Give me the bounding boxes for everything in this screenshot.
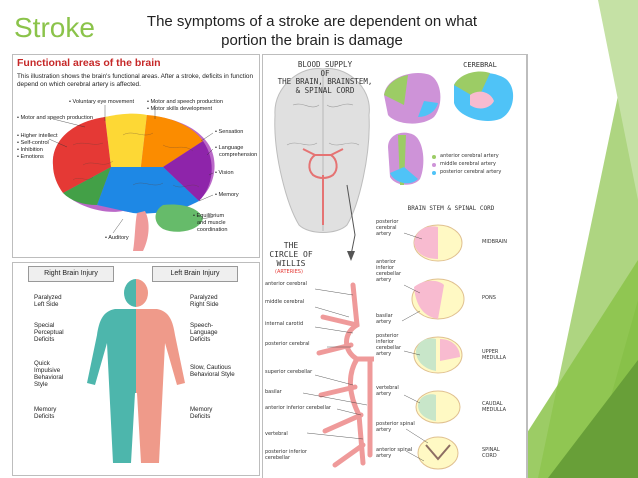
cerebral-brainstem-illustration xyxy=(384,71,514,470)
functional-areas-description: This illustration shows the brain's func… xyxy=(17,73,254,88)
brainstem-title: BRAIN STEM & SPINAL CORD xyxy=(407,205,495,212)
right-brain-injury-title: Right Brain Injury xyxy=(28,266,114,282)
right-memory-deficits: Memory Deficits xyxy=(34,406,57,420)
label-equilibrium: • Equilibrium xyxy=(193,213,225,219)
label-anterior-cerebral: anterior cerebral xyxy=(265,281,307,287)
label-internal-carotid: internal carotid xyxy=(265,321,304,327)
label-superior-cerebellar: superior cerebellar xyxy=(265,369,313,375)
human-figure-illustration xyxy=(87,279,185,463)
label-motor-speech-production: • Motor and speech production xyxy=(147,99,223,105)
blood-supply-title: BLOOD SUPPLY OF THE BRAIN, BRAINSTEM, & … xyxy=(277,60,373,95)
label-sensation: • Sensation xyxy=(215,129,244,135)
bs-label-vertebral: vertebral artery xyxy=(376,385,399,397)
level-pons: PONS xyxy=(482,295,496,301)
label-language: • Language xyxy=(215,145,244,151)
level-caudal-medulla: CAUDAL MEDULLA xyxy=(482,401,507,413)
circle-of-willis-title: THE CIRCLE OF WILLIS xyxy=(269,241,313,268)
brain-injury-panel xyxy=(12,262,260,476)
circle-of-willis-arteries: (ARTERIES) xyxy=(275,269,303,275)
decorative-green-facets xyxy=(498,0,638,478)
bs-label-posterior-cerebral: posterior cerebral artery xyxy=(376,219,399,237)
left-brain-injury-title: Left Brain Injury xyxy=(152,266,238,282)
brain-lobes-illustration xyxy=(48,105,215,251)
bs-label-anterior-inferior: anterior inferior cerebellar artery xyxy=(376,259,401,283)
legend-middle-cerebral: middle cerebral artery xyxy=(440,161,496,167)
label-vision: • Vision xyxy=(215,170,234,176)
cerebral-brainstem-panel: CEREBRAL anterior cerebral artery middle… xyxy=(374,54,527,478)
label-vertebral: vertebral xyxy=(265,431,288,437)
right-behavioral-style: Quick Impulsive Behavioral Style xyxy=(34,360,64,388)
left-speech-language-deficits: Speech- Language Deficits xyxy=(190,322,218,343)
left-paralyzed-right-side: Paralyzed Right Side xyxy=(190,294,219,308)
bs-label-posterior-spinal: posterior spinal artery xyxy=(376,421,415,433)
label-memory: • Memory xyxy=(215,192,239,198)
label-emotions: • Emotions xyxy=(17,154,44,160)
slide-title: Stroke xyxy=(14,12,95,43)
label-inhibition: • Inhibition xyxy=(17,147,43,153)
bs-label-anterior-spinal: anterior spinal artery xyxy=(376,447,413,459)
label-self-control: • Self-control xyxy=(17,140,49,146)
label-anterior-inferior-cerebellar: anterior inferior cerebellar xyxy=(265,405,331,411)
functional-areas-panel: Functional areas of the brain This illus… xyxy=(12,54,260,258)
right-perceptual-deficits: Special Perceptual Deficits xyxy=(34,322,64,343)
legend-posterior-cerebral: posterior cerebral artery xyxy=(440,169,502,175)
label-auditory: • Auditory xyxy=(105,235,129,241)
bs-label-basilar: basilar artery xyxy=(376,313,393,325)
slide-subtitle: The symptoms of a stroke are dependent o… xyxy=(146,13,478,49)
label-middle-cerebral: middle cerebral xyxy=(265,299,305,305)
legend-anterior-cerebral: anterior cerebral artery xyxy=(440,153,499,159)
label-posterior-cerebral: posterior cerebral xyxy=(265,341,310,347)
level-upper-medulla: UPPER MEDULLA xyxy=(482,349,507,361)
bs-label-posterior-inferior: posterior inferior cerebellar artery xyxy=(376,333,401,357)
label-and-muscle: and muscle xyxy=(197,220,226,226)
level-midbrain: MIDBRAIN xyxy=(482,239,507,245)
label-motor-speech-left: • Motor and speech production xyxy=(17,115,93,121)
label-basilar: basilar xyxy=(265,389,282,395)
left-behavioral-style: Slow, Cautious Behavioral Style xyxy=(190,364,235,378)
label-motor-skills-development: • Motor skills development xyxy=(147,106,213,112)
label-voluntary-eye-movement: • Voluntary eye movement xyxy=(69,99,135,105)
label-comprehension: comprehension xyxy=(219,152,258,158)
label-posterior-inferior-cerebellar: posterior inferior cerebellar xyxy=(265,449,307,461)
label-coordination: coordination xyxy=(197,227,228,233)
left-memory-deficits: Memory Deficits xyxy=(190,406,213,420)
functional-areas-heading: Functional areas of the brain xyxy=(17,57,161,69)
label-higher-intellect: • Higher intellect xyxy=(17,133,58,139)
right-paralyzed-left-side: Paralyzed Left Side xyxy=(34,294,62,308)
cerebral-title: CEREBRAL xyxy=(463,61,497,69)
level-spinal-cord: SPINAL CORD xyxy=(482,447,500,459)
